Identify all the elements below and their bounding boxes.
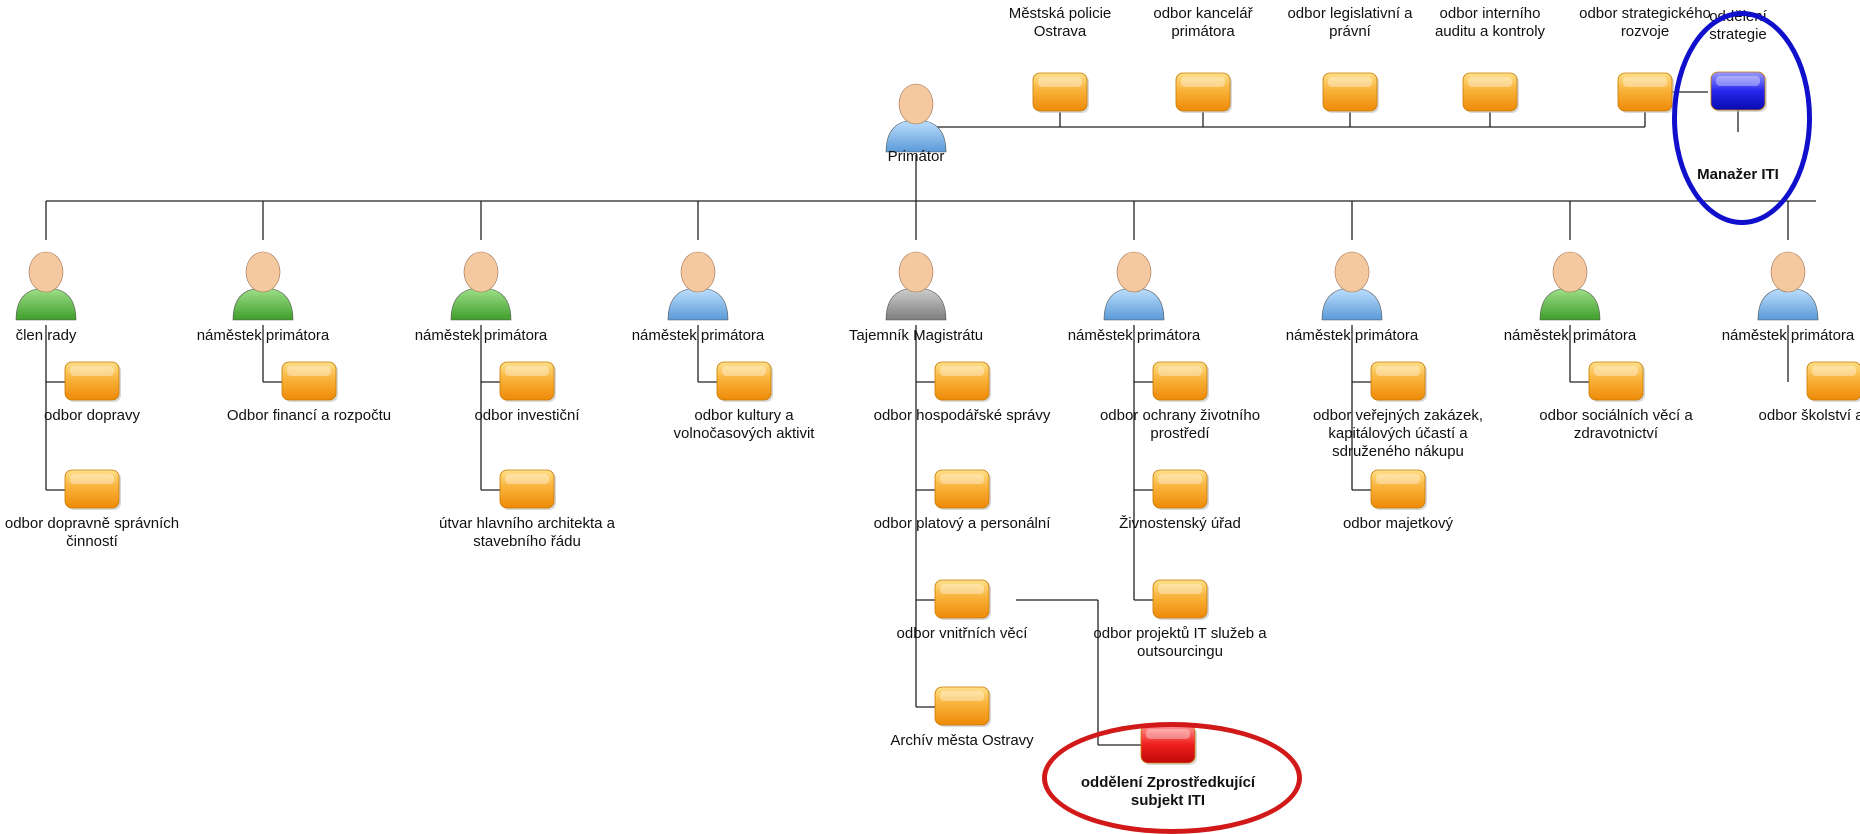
person-label: náměstek primátora: [196, 327, 330, 344]
unit-label: útvar hlavního architekta a stavebního ř…: [439, 515, 615, 550]
unit-label: odbor strategického rozvoje: [1579, 5, 1711, 40]
person-label: náměstek primátora: [1721, 327, 1855, 344]
person-suit-tie-icon: [885, 251, 947, 321]
person-label: Tajemník Magistrátu: [848, 327, 984, 344]
unit-label: odbor platový a personální: [873, 515, 1051, 532]
unit-box: [716, 361, 773, 402]
unit-label: odbor legislativní a právní: [1287, 5, 1413, 40]
unit-box: [934, 361, 991, 402]
unit-label: Archív města Ostravy: [890, 732, 1034, 749]
unit-label: odbor majetkový: [1342, 515, 1454, 532]
unit-box: [499, 469, 556, 510]
unit-label: Odbor financí a rozpočtu: [226, 407, 392, 424]
unit-label: Živnostenský úřad: [1119, 515, 1241, 532]
person-label: náměstek primátora: [1067, 327, 1201, 344]
manager-label: Manažer ITI: [1697, 166, 1779, 183]
person-gray-blue-icon: [1321, 251, 1383, 321]
unit-box: [281, 361, 338, 402]
primator-label: Primátor: [887, 148, 945, 165]
unit-box: [1152, 579, 1209, 620]
unit-box: [934, 686, 991, 727]
unit-label: odbor projektů IT služeb a outsourcingu: [1093, 625, 1267, 660]
unit-label: odbor veřejných zakázek, kapitálových úč…: [1312, 407, 1484, 460]
person-label: náměstek primátora: [1285, 327, 1419, 344]
unit-label: odbor dopravně správních činností: [4, 515, 180, 550]
unit-box: [64, 469, 121, 510]
unit-box: [934, 469, 991, 510]
unit-label: odbor dopravy: [44, 407, 140, 424]
unit-label: odbor sociálních věcí a zdravotnictví: [1539, 407, 1693, 442]
unit-box: [1322, 72, 1379, 113]
unit-box: [1588, 361, 1645, 402]
unit-label: odbor kancelář primátora: [1153, 5, 1253, 40]
unit-box: [1806, 361, 1860, 402]
unit-label: odbor interního auditu a kontroly: [1434, 5, 1546, 40]
person-green-mustache-icon: [1539, 251, 1601, 321]
unit-box: [934, 579, 991, 620]
person-label: náměstek primátora: [631, 327, 765, 344]
unit-label: odbor vnitřních věcí: [896, 625, 1028, 642]
person-label: náměstek primátora: [1503, 327, 1637, 344]
people-icons: [15, 83, 1819, 321]
person-gray-tie-icon: [667, 251, 729, 321]
person-woman-blue-icon: [1103, 251, 1165, 321]
strategie-box: [1710, 71, 1767, 112]
person-gray-blue-icon: [885, 83, 947, 153]
person-green-mustache-icon: [450, 251, 512, 321]
zs-label: oddělení Zprostředkující subjekt ITI: [1080, 774, 1256, 809]
person-blonde-woman-icon: [232, 251, 294, 321]
zs-box: [1140, 724, 1197, 765]
unit-box: [1152, 469, 1209, 510]
unit-box: [1175, 72, 1232, 113]
person-gray-blue-icon: [1757, 251, 1819, 321]
unit-box: [499, 361, 556, 402]
unit-boxes: [64, 71, 1860, 765]
unit-box: [64, 361, 121, 402]
unit-box: [1462, 72, 1519, 113]
unit-label: odbor školství a sportu: [1758, 407, 1860, 424]
strategie-label: oddělení strategie: [1709, 8, 1767, 43]
person-green-mustache-icon: [15, 251, 77, 321]
unit-box: [1032, 72, 1089, 113]
unit-box: [1370, 361, 1427, 402]
unit-label: odbor ochrany životního prostředí: [1099, 407, 1261, 442]
person-label: náměstek primátora: [414, 327, 548, 344]
unit-box: [1617, 72, 1674, 113]
unit-label: odbor investiční: [474, 407, 580, 424]
unit-box: [1370, 469, 1427, 510]
unit-label: Městská policie Ostrava: [1008, 5, 1112, 40]
unit-box: [1152, 361, 1209, 402]
unit-label: odbor hospodářské správy: [873, 407, 1051, 424]
person-label: člen rady: [15, 327, 77, 344]
unit-label: odbor kultury a volnočasových aktivit: [673, 407, 815, 442]
